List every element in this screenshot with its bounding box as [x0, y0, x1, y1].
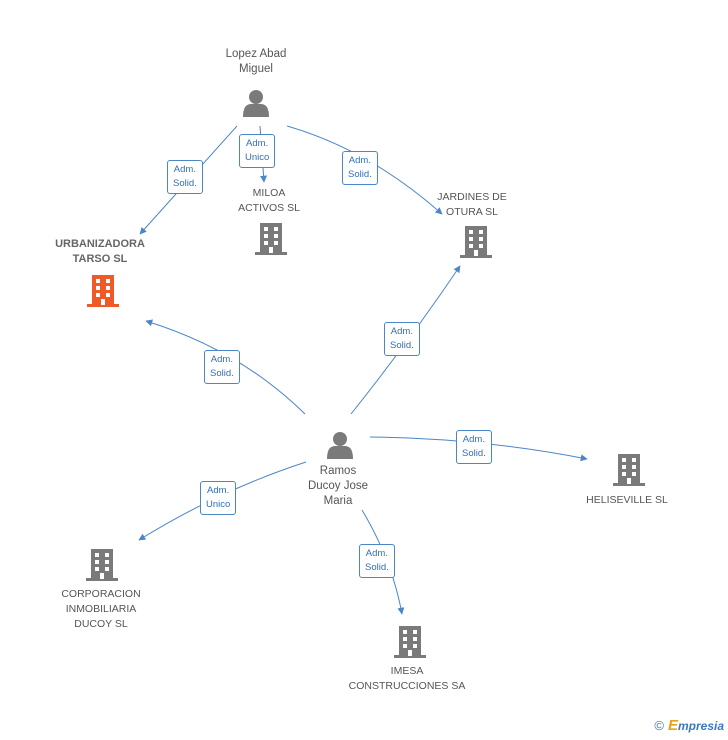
building-icon — [460, 226, 492, 258]
building-icon — [394, 626, 426, 658]
copyright-symbol: © — [654, 718, 664, 733]
edge-label-ramos-corporacion: Adm. Unico — [200, 481, 237, 515]
building-icon — [86, 549, 118, 581]
node-label-lopez[interactable]: Lopez Abad Miguel — [225, 48, 287, 75]
node-label-jardines[interactable]: JARDINES DE OTURA SL — [437, 191, 507, 218]
node-label-miloa[interactable]: MILOA ACTIVOS SL — [238, 187, 300, 214]
edge-label-ramos-imesa: Adm. Solid. — [359, 544, 395, 578]
person-icon — [243, 90, 269, 117]
edge-label-ramos-jardines: Adm. Solid. — [384, 322, 420, 356]
node-label-imesa[interactable]: IMESA CONSTRUCCIONES SA — [348, 665, 466, 692]
node-label-heliseville[interactable]: HELISEVILLE SL — [586, 494, 668, 506]
footer-branding: ©Empresia — [654, 717, 724, 734]
node-label-corporacion[interactable]: CORPORACION INMOBILIARIA DUCOY SL — [61, 588, 141, 630]
building-icon — [87, 275, 119, 307]
edge-label-ramos-heliseville: Adm. Solid. — [456, 430, 492, 464]
building-icon — [613, 454, 645, 486]
person-icon — [327, 432, 353, 459]
building-icon — [255, 223, 287, 255]
edge-label-ramos-urbanizadora: Adm. Solid. — [204, 350, 240, 384]
node-label-ramos[interactable]: Ramos Ducoy Jose Maria — [307, 465, 369, 507]
edge-label-lopez-jardines: Adm. Solid. — [342, 151, 378, 185]
edge-label-lopez-miloa: Adm. Unico — [239, 134, 276, 168]
edge-label-lopez-urbanizadora: Adm. Solid. — [167, 160, 203, 194]
node-label-urbanizadora[interactable]: URBANIZADORA TARSO SL — [55, 238, 145, 265]
brand-logo-initial: E — [667, 717, 678, 734]
brand-logo-text: mpresia — [677, 719, 724, 733]
